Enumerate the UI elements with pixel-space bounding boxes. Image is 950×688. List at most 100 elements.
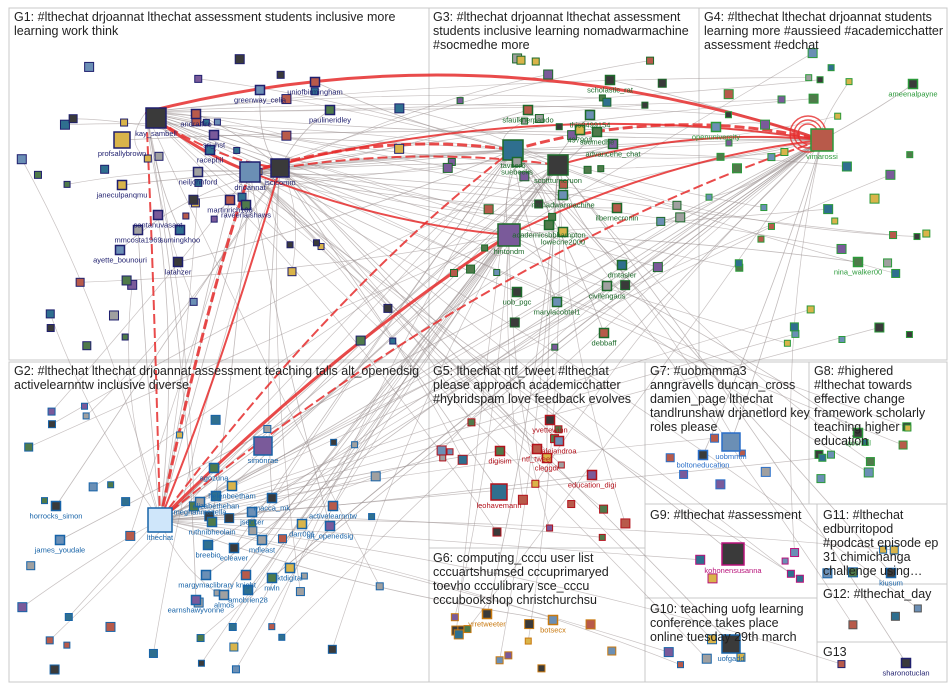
node-suebecks — [511, 156, 523, 168]
node — [757, 235, 765, 243]
edge — [145, 77, 809, 113]
node — [559, 179, 569, 189]
edge — [251, 139, 823, 513]
node-label: kohonensusanna — [704, 566, 762, 575]
node-label: amobrien28 — [228, 596, 268, 605]
node — [598, 533, 606, 541]
group-title-g5: G5: lthechat ntf_tweet #lthechat please … — [433, 364, 632, 406]
node-label: meghanmazella — [174, 508, 228, 517]
node — [847, 567, 858, 578]
node — [287, 267, 297, 277]
node-vimarossi — [810, 128, 834, 152]
node — [125, 530, 136, 541]
node — [16, 154, 27, 165]
node-label: nwln — [264, 584, 279, 593]
edge — [821, 83, 914, 141]
edge — [159, 204, 247, 521]
node-janeculpanqmu — [116, 179, 128, 191]
node — [436, 445, 447, 456]
node-james_youdale — [54, 534, 66, 546]
node — [202, 118, 210, 126]
edge — [535, 139, 823, 484]
edge-strong — [279, 155, 559, 169]
node — [791, 329, 800, 338]
group-title-g13: G13 — [823, 645, 847, 659]
node-label: tavoer6 — [500, 161, 525, 170]
node-label: earnshawyvonne — [168, 606, 225, 615]
node — [555, 123, 563, 131]
node — [277, 534, 287, 544]
edge — [128, 284, 161, 521]
edge — [549, 139, 823, 421]
edge — [145, 94, 603, 113]
node-this0499154 — [584, 109, 596, 121]
group-title-g3: G3: #lthechat drjoannat lthechat assessm… — [433, 10, 689, 52]
edge — [155, 117, 510, 236]
node — [767, 153, 776, 162]
node — [450, 268, 459, 277]
node — [75, 277, 85, 287]
node — [620, 518, 631, 529]
node — [816, 76, 824, 84]
edge — [145, 111, 518, 293]
edge — [64, 123, 514, 151]
node — [368, 513, 376, 521]
node — [148, 648, 158, 658]
node — [679, 469, 689, 479]
node — [760, 466, 771, 477]
node — [82, 412, 90, 420]
node — [231, 665, 240, 674]
node — [383, 303, 393, 313]
node-kohonensusanna — [721, 542, 745, 566]
node — [646, 56, 655, 65]
node — [865, 457, 875, 467]
node — [107, 481, 115, 489]
node — [543, 69, 554, 80]
node-497903 — [574, 124, 586, 136]
node — [665, 453, 675, 463]
edge — [80, 234, 510, 283]
node-label: suebecks — [501, 168, 533, 177]
group-title-g4: G4: #lthechat lthechat drjoannat student… — [704, 10, 944, 52]
node — [836, 243, 847, 254]
node-alejandroa — [553, 435, 565, 447]
edge-strong — [159, 167, 281, 521]
edge — [467, 139, 823, 630]
node — [838, 335, 846, 343]
node — [656, 216, 666, 226]
node — [806, 305, 815, 314]
node-uofgadd — [721, 634, 741, 654]
node — [516, 55, 526, 65]
node — [848, 620, 858, 630]
node-openuniversity — [710, 121, 722, 133]
node — [807, 48, 818, 59]
node — [492, 527, 502, 537]
node — [213, 118, 221, 126]
node-sri_hst — [208, 129, 220, 141]
edge — [159, 309, 811, 521]
edge-strong — [249, 122, 823, 173]
edge — [249, 171, 801, 580]
node-earnshawyvonne — [190, 594, 202, 606]
node-label: almos — [214, 601, 234, 610]
node — [831, 217, 839, 225]
node-education_digi — [586, 469, 598, 481]
node-uob_pgc — [511, 286, 523, 298]
node-label: digisim — [488, 457, 511, 466]
node-alt_openedsig — [324, 520, 336, 532]
edge — [249, 98, 814, 173]
edge — [159, 327, 880, 521]
edge — [249, 60, 651, 173]
node-labels: kay_sambellgreenway_celiauniofbirmingham… — [30, 86, 938, 678]
node — [194, 178, 203, 187]
edge — [159, 519, 554, 621]
node-label: kay_sambell — [135, 129, 177, 138]
node — [286, 241, 294, 249]
node-label: nina_walker00 — [834, 268, 882, 277]
node — [602, 97, 612, 107]
node — [88, 482, 98, 492]
group-title-g2: G2: #lthechat lthechat drjoannat assessm… — [14, 364, 420, 392]
node — [120, 118, 129, 127]
edge — [233, 149, 514, 549]
edge — [262, 164, 559, 447]
